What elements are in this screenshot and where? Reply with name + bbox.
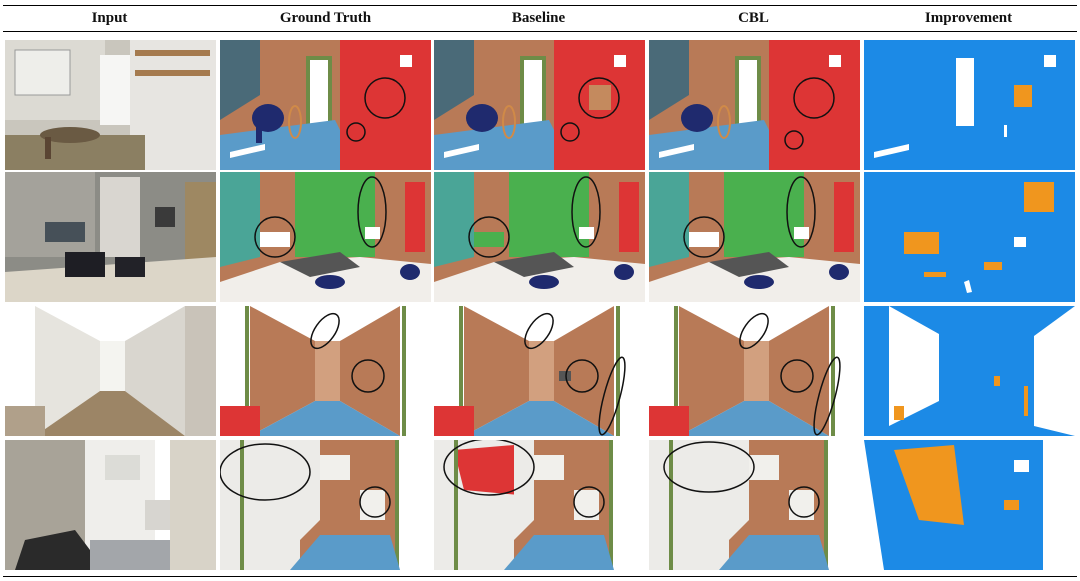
row4-input-image bbox=[5, 440, 216, 570]
header-rule bbox=[3, 31, 1077, 32]
row4-ground-truth-segmentation bbox=[220, 440, 431, 570]
header-ground-truth: Ground Truth bbox=[279, 10, 372, 26]
row4-baseline-segmentation bbox=[434, 440, 645, 570]
bottom-rule bbox=[3, 576, 1077, 577]
row1-improvement-map bbox=[864, 40, 1075, 170]
header-input: Input bbox=[91, 10, 128, 26]
header-improvement: Improvement bbox=[924, 10, 1013, 26]
row4-cbl-segmentation bbox=[649, 440, 860, 570]
row2-input-image bbox=[5, 172, 216, 302]
header-baseline: Baseline bbox=[511, 10, 566, 26]
row1-baseline-segmentation bbox=[434, 40, 645, 170]
row1-cbl-segmentation bbox=[649, 40, 860, 170]
row3-improvement-map bbox=[864, 306, 1075, 436]
row3-cbl-segmentation bbox=[649, 306, 860, 436]
row1-input-image bbox=[5, 40, 216, 170]
row2-ground-truth-segmentation bbox=[220, 172, 431, 302]
row2-improvement-map bbox=[864, 172, 1075, 302]
row3-input-image bbox=[5, 306, 216, 436]
row2-cbl-segmentation bbox=[649, 172, 860, 302]
header-cbl: CBL bbox=[738, 10, 769, 26]
row3-baseline-segmentation bbox=[434, 306, 645, 436]
row2-baseline-segmentation bbox=[434, 172, 645, 302]
row3-ground-truth-segmentation bbox=[220, 306, 431, 436]
row1-ground-truth-segmentation bbox=[220, 40, 431, 170]
row4-improvement-map bbox=[864, 440, 1075, 570]
top-rule bbox=[3, 5, 1077, 6]
